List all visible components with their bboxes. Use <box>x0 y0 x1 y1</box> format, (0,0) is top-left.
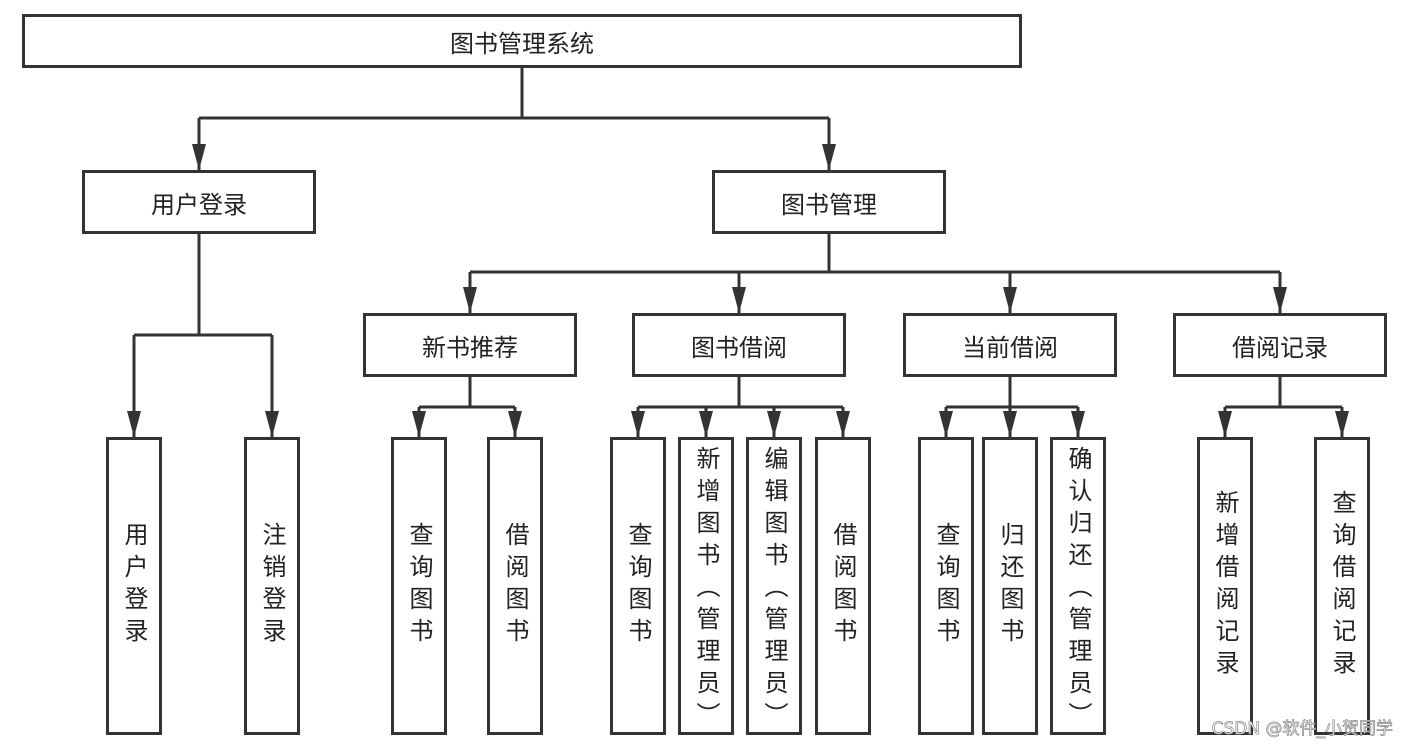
node-label: 注销登录 <box>258 522 286 650</box>
leaf-node: 借阅图书 <box>487 437 543 735</box>
node-label: 确认归还（管理员） <box>1064 446 1092 734</box>
node-label: 借阅图书 <box>501 522 529 650</box>
node-label: 查询借阅记录 <box>1328 490 1356 682</box>
leaf-node: 用户登录 <box>106 437 162 735</box>
node-label: 新增图书（管理员） <box>692 446 720 734</box>
arrow-head <box>1273 287 1287 313</box>
node-label: 查询图书 <box>624 522 652 650</box>
node-label: 新书推荐 <box>422 333 518 362</box>
arrow-head <box>127 411 141 437</box>
node-label: 新增借阅记录 <box>1211 490 1239 682</box>
root-node: 图书管理系统 <box>22 14 1022 68</box>
arrow-head <box>822 144 836 170</box>
node-label: 图书借阅 <box>691 333 787 362</box>
arrow-head <box>767 411 781 437</box>
node-book-management: 图书管理 <box>712 170 946 234</box>
node-label: 归还图书 <box>996 522 1024 650</box>
arrow-head <box>939 411 953 437</box>
leaf-node: 查询图书 <box>918 437 974 735</box>
node-label: 图书管理 <box>781 190 877 219</box>
node-label: 查询图书 <box>405 522 433 650</box>
arrow-head <box>192 144 206 170</box>
node-label: 借阅图书 <box>829 522 857 650</box>
category-node: 新书推荐 <box>363 313 577 377</box>
arrow-head <box>1003 411 1017 437</box>
category-node: 图书借阅 <box>632 313 846 377</box>
leaf-node: 注销登录 <box>244 437 300 735</box>
watermark: CSDN @软件_小贺同学 <box>1211 719 1393 740</box>
leaf-node: 新增图书（管理员） <box>678 437 734 735</box>
node-label: 编辑图书（管理员） <box>760 446 788 734</box>
leaf-node: 查询图书 <box>391 437 447 735</box>
arrow-head <box>1218 411 1232 437</box>
arrow-head <box>1003 287 1017 313</box>
leaf-node: 确认归还（管理员） <box>1050 437 1106 735</box>
category-node: 当前借阅 <box>903 313 1117 377</box>
arrow-head <box>1071 411 1085 437</box>
category-node: 借阅记录 <box>1173 313 1387 377</box>
arrow-head <box>508 411 522 437</box>
arrow-head <box>699 411 713 437</box>
arrow-head <box>265 411 279 437</box>
node-label: 用户登录 <box>151 190 247 219</box>
leaf-node: 借阅图书 <box>815 437 871 735</box>
node-label: 借阅记录 <box>1232 333 1328 362</box>
node-label: 图书管理系统 <box>450 29 594 58</box>
arrow-head <box>412 411 426 437</box>
arrow-head <box>463 287 477 313</box>
leaf-node: 查询借阅记录 <box>1314 437 1370 735</box>
node-label: 用户登录 <box>120 522 148 650</box>
leaf-node: 查询图书 <box>610 437 666 735</box>
arrow-head <box>836 411 850 437</box>
arrow-head <box>631 411 645 437</box>
node-label: 查询图书 <box>932 522 960 650</box>
leaf-node: 归还图书 <box>982 437 1038 735</box>
leaf-node: 新增借阅记录 <box>1197 437 1253 735</box>
leaf-node: 编辑图书（管理员） <box>746 437 802 735</box>
arrow-head <box>1335 411 1349 437</box>
node-user-login: 用户登录 <box>82 170 316 234</box>
arrow-head <box>732 287 746 313</box>
node-label: 当前借阅 <box>962 333 1058 362</box>
